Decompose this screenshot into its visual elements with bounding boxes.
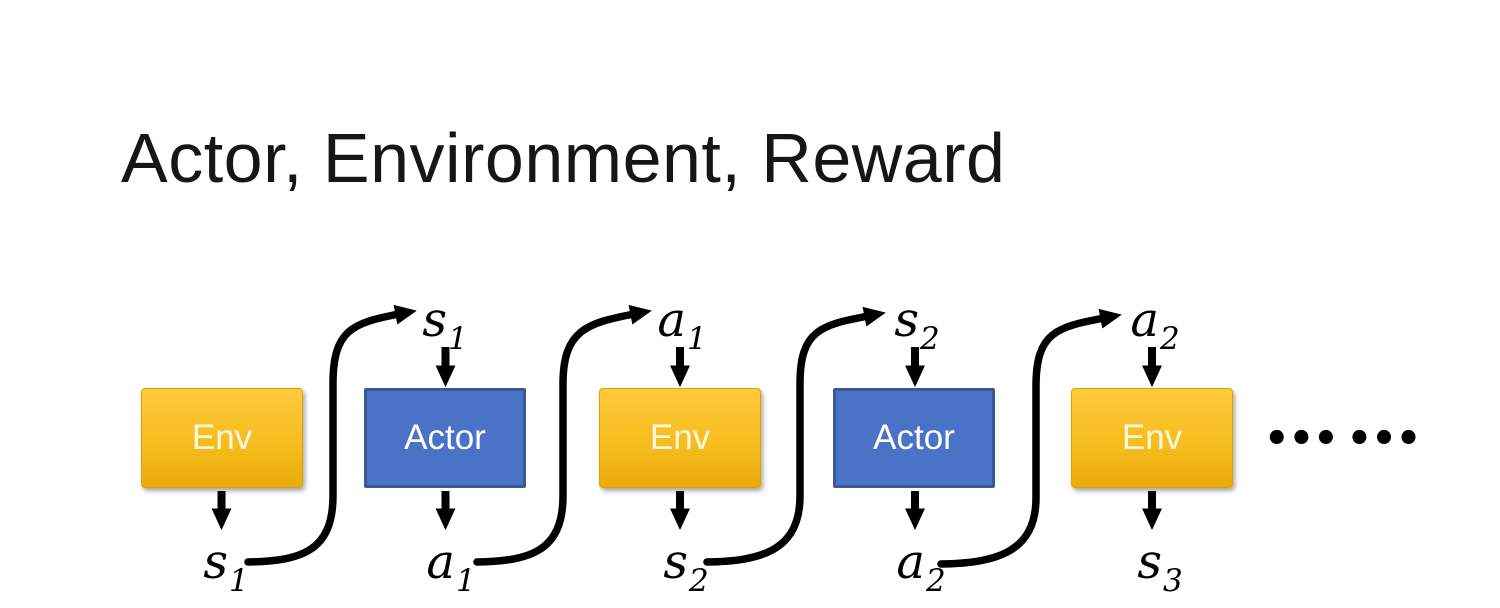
curve-arrow-s2 — [703, 306, 886, 566]
top-label-s1: s1 — [422, 292, 468, 357]
slide-title: Actor, Environment, Reward — [121, 119, 1006, 197]
box-label: Actor — [404, 418, 486, 457]
box-label: Actor — [873, 418, 955, 457]
curve-arrow-a1 — [473, 304, 652, 566]
top-label-a2: a2 — [1130, 292, 1180, 357]
box-label: Env — [191, 418, 253, 457]
top-label-a1: a1 — [657, 292, 707, 357]
box-label: Env — [1121, 418, 1183, 457]
curve-arrow-s1 — [244, 304, 417, 566]
box-actor-2: Actor — [833, 388, 995, 488]
bottom-label-a2: a2 — [896, 534, 946, 599]
bottom-label-a1: a1 — [426, 534, 476, 599]
box-env-1: Env — [141, 388, 303, 488]
curve-arrow-a2 — [937, 308, 1122, 568]
box-env-3: Env — [1071, 388, 1233, 488]
bottom-label-s3: s3 — [1137, 534, 1183, 599]
top-label-s2: s2 — [894, 292, 940, 357]
box-env-2: Env — [599, 388, 761, 488]
box-actor-1: Actor — [364, 388, 526, 488]
bottom-label-s1: s1 — [203, 534, 249, 599]
box-label: Env — [649, 418, 711, 457]
ellipsis-dots: ••• ••• — [1264, 416, 1421, 462]
bottom-label-s2: s2 — [663, 534, 709, 599]
